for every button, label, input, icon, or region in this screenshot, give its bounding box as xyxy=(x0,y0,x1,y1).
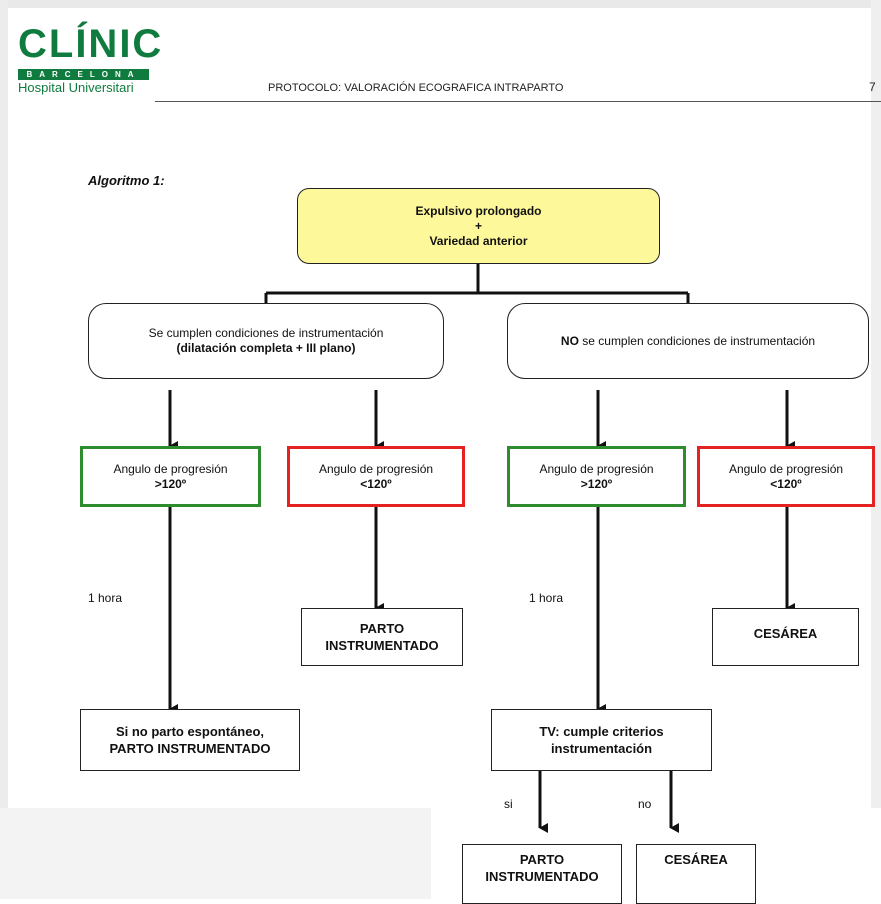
start-line1: Expulsivo prolongado xyxy=(415,203,542,218)
cesarea-final-node: CESÁREA xyxy=(636,844,756,904)
yes-label: si xyxy=(504,797,513,811)
condition-met-text: Se cumplen condiciones de instrumentació… xyxy=(148,326,384,340)
condition-not-met-emphasis: NO xyxy=(560,333,579,348)
tv-check-node: TV: cumple criterios instrumentación xyxy=(491,709,712,771)
tv-line2: instrumentación xyxy=(550,741,653,756)
tv-line1: TV: cumple criterios xyxy=(539,724,664,739)
parto-instrumentado-final-node: PARTO INSTRUMENTADO xyxy=(462,844,622,904)
clinic-logo-subtitle: Hospital Universitari xyxy=(18,80,134,95)
angle-value: <120º xyxy=(360,476,392,491)
one-hour-label-left: 1 hora xyxy=(88,591,123,605)
cesarea-right-node: CESÁREA xyxy=(712,608,859,666)
angle-label: Angulo de progresión xyxy=(728,461,844,476)
condition-not-met-text: se cumplen condiciones de instrumentació… xyxy=(578,333,816,348)
no-label: no xyxy=(638,797,652,811)
angle-lt120-right-node: Angulo de progresión <120º xyxy=(697,446,875,507)
outcome-text: CESÁREA xyxy=(664,852,728,867)
header-rule xyxy=(155,101,881,102)
page-edge-top xyxy=(0,0,881,8)
condition-met-detail: (dilatación completa + III plano) xyxy=(176,341,356,355)
one-hour-label-right: 1 hora xyxy=(529,591,564,605)
angle-label: Angulo de progresión xyxy=(318,461,434,476)
outcome-line2: PARTO INSTRUMENTADO xyxy=(109,741,271,756)
clinic-logo-city: BARCELONA xyxy=(18,69,149,80)
algorithm-title: Algoritmo 1: xyxy=(88,173,165,188)
angle-value: >120º xyxy=(580,476,613,491)
angle-lt120-left-node: Angulo de progresión <120º xyxy=(287,446,465,507)
outcome-text: CESÁREA xyxy=(753,626,818,641)
no-spontaneous-node: Si no parto espontáneo, PARTO INSTRUMENT… xyxy=(80,709,300,771)
page-number: 7 xyxy=(869,80,876,94)
outcome-line2: INSTRUMENTADO xyxy=(485,869,599,884)
protocol-title: PROTOCOLO: VALORACIÓN ECOGRAFICA INTRAPA… xyxy=(268,82,564,94)
outcome-line1: PARTO xyxy=(519,852,565,867)
parto-instrumentado-left-node: PARTO INSTRUMENTADO xyxy=(301,608,463,666)
start-line3: Variedad anterior xyxy=(429,233,528,248)
angle-gt120-left-node: Angulo de progresión >120º xyxy=(80,446,261,507)
clinic-logo-wordmark: CLÍNIC xyxy=(18,22,164,66)
angle-label: Angulo de progresión xyxy=(113,461,228,476)
condition-met-node: Se cumplen condiciones de instrumentació… xyxy=(88,303,444,379)
angle-value: >120º xyxy=(154,476,187,491)
condition-not-met-node: NO se cumplen condiciones de instrumenta… xyxy=(507,303,869,379)
outcome-line2: INSTRUMENTADO xyxy=(325,638,439,653)
angle-label: Angulo de progresión xyxy=(539,461,654,476)
page-edge-left xyxy=(0,0,8,808)
outcome-line1: Si no parto espontáneo, xyxy=(115,724,265,739)
page-edge-bottom xyxy=(0,808,431,899)
angle-gt120-right-node: Angulo de progresión >120º xyxy=(507,446,686,507)
start-node: Expulsivo prolongado + Variedad anterior xyxy=(297,188,660,264)
outcome-line1: PARTO xyxy=(359,621,405,636)
start-line2: + xyxy=(474,218,482,233)
angle-value: <120º xyxy=(770,476,802,491)
page-edge-right xyxy=(871,0,881,808)
